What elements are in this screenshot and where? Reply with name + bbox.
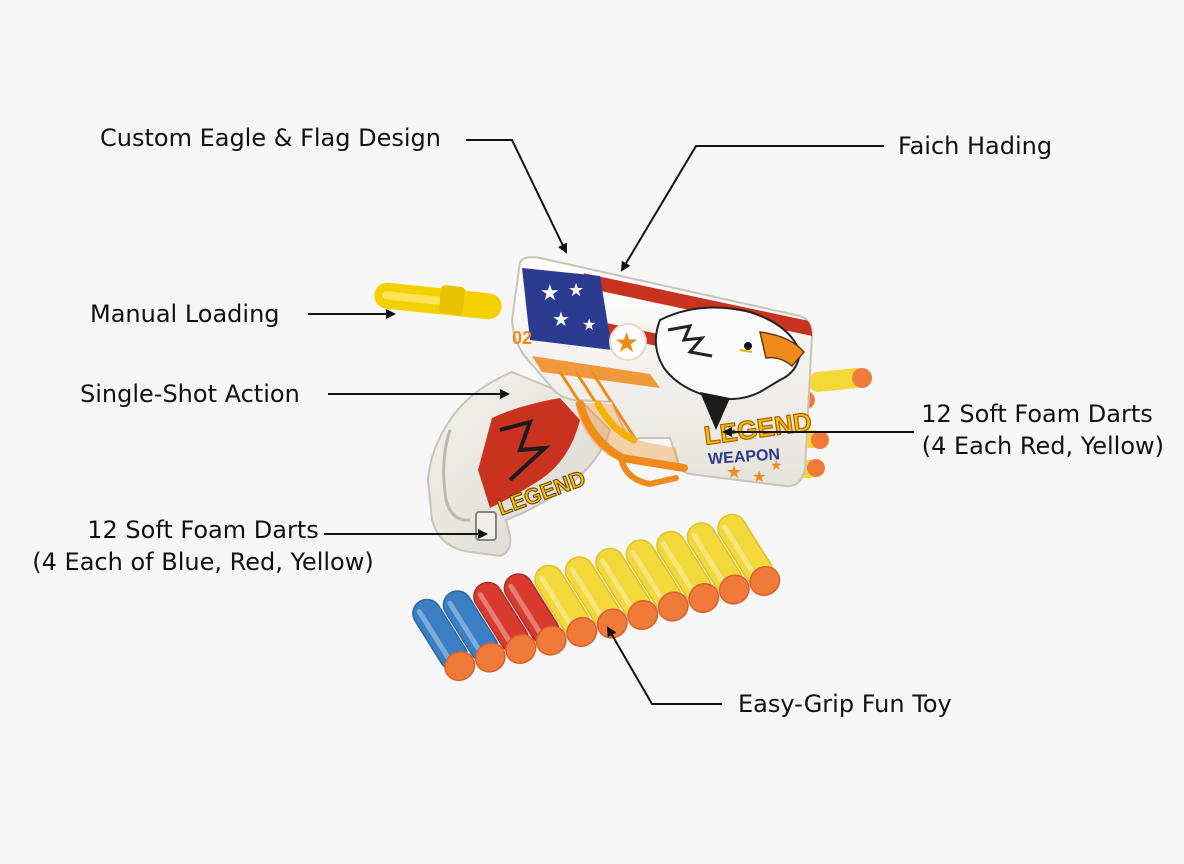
toy-blaster: ★ ★ ★ ★ ★ — [374, 256, 872, 558]
foam-dart-yellow — [564, 556, 628, 639]
callout-manual-loading: Manual Loading — [90, 300, 280, 328]
callout-easy-grip: Easy-Grip Fun Toy — [738, 690, 952, 718]
foam-dart-red — [503, 573, 567, 656]
svg-text:★: ★ — [568, 280, 584, 300]
trigger-guard — [575, 400, 688, 488]
svg-text:★: ★ — [752, 469, 766, 486]
loading-rod — [374, 282, 502, 320]
svg-text:★: ★ — [552, 309, 570, 331]
callout-single-shot: Single-Shot Action — [80, 380, 300, 408]
svg-text:WEAPON: WEAPON — [708, 446, 781, 468]
line-faich-hading — [620, 145, 884, 272]
flag-stars-panel: ★ ★ ★ ★ — [522, 268, 612, 350]
foam-dart-yellow — [595, 547, 659, 631]
callout-foam-darts-left: 12 Soft Foam Darts (4 Each of Blue, Red,… — [30, 514, 376, 578]
foam-dart-yellow — [717, 513, 781, 597]
svg-text:★: ★ — [770, 457, 783, 473]
foam-darts-left-line2: (4 Each of Blue, Red, Yellow) — [32, 548, 374, 576]
callout-foam-darts-right: 12 Soft Foam Darts (4 Each Red, Yellow) — [910, 398, 1164, 462]
foam-dart-yellow — [686, 522, 750, 605]
foam-darts-right-line2: (4 Each Red, Yellow) — [921, 432, 1164, 460]
foam-dart-yellow — [625, 539, 689, 622]
foam-dart-yellow — [534, 564, 598, 648]
svg-text:★: ★ — [726, 462, 742, 482]
foam-dart-blue — [442, 590, 506, 673]
foam-darts-left-line1: 12 Soft Foam Darts — [87, 516, 319, 544]
svg-text:★: ★ — [540, 280, 560, 305]
foam-dart-yellow — [656, 530, 720, 614]
foam-dart-blue — [412, 598, 476, 682]
callout-lines — [308, 139, 914, 705]
svg-text:★: ★ — [614, 327, 639, 358]
line-custom-eagle — [466, 139, 568, 254]
blaster-body: ★ ★ ★ ★ ★ — [494, 256, 814, 521]
foam-darts — [412, 513, 781, 682]
callout-custom-eagle: Custom Eagle & Flag Design — [100, 124, 441, 152]
line-easy-grip — [606, 626, 722, 705]
eagle-graphic — [654, 306, 805, 430]
star-badge: ★ — [609, 323, 647, 361]
foam-dart-red — [473, 581, 537, 665]
badge-number: 02 — [512, 328, 532, 348]
svg-text:★: ★ — [582, 317, 596, 334]
foam-darts-right-line1: 12 Soft Foam Darts — [921, 400, 1153, 428]
callout-faich-hading: Faich Hading — [898, 132, 1053, 160]
